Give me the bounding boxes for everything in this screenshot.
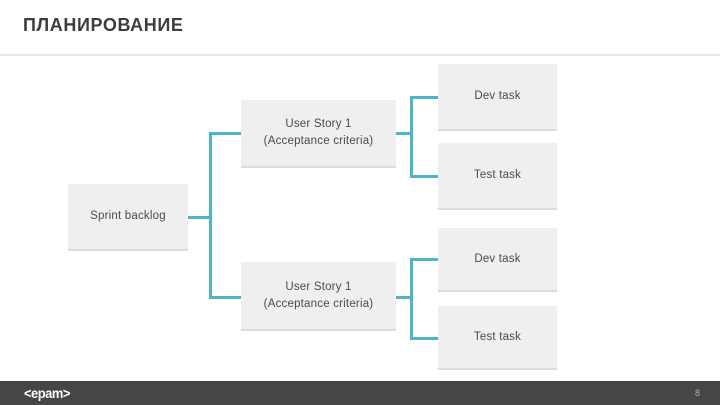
node-label: Dev task	[474, 252, 521, 265]
node-dev-task-top: Dev task	[438, 64, 557, 131]
node-label: Test task	[473, 330, 522, 343]
node-user-story-top: User Story 1 (Acceptance criteria)	[241, 100, 396, 168]
node-label: Dev task	[474, 90, 521, 103]
connector-to-dev-task-top	[410, 96, 438, 99]
node-label: User Story 1	[285, 280, 352, 293]
epam-logo: <epam>	[24, 385, 70, 401]
node-sublabel: (Acceptance criteria)	[263, 297, 374, 310]
slide-title: ПЛАНИРОВАНИЕ	[23, 15, 184, 35]
title-divider	[0, 54, 720, 56]
footer-bar: <epam> 8	[0, 381, 720, 405]
connector-sprint-to-trunk	[188, 216, 212, 219]
node-label: User Story 1	[285, 118, 352, 131]
node-test-task-top: Test task	[438, 143, 557, 210]
connector-trunk-to-userstory-top	[209, 132, 241, 135]
connector-trunk-to-userstory-bottom	[209, 296, 241, 299]
node-sprint-backlog: Sprint backlog	[68, 184, 188, 251]
node-label: Test task	[473, 169, 522, 182]
node-dev-task-bottom: Dev task	[438, 228, 557, 292]
node-label: Sprint backlog	[90, 210, 166, 223]
connector-userstory-bottom-out	[396, 296, 413, 299]
node-test-task-bottom: Test task	[438, 306, 557, 370]
connector-left-trunk	[209, 132, 212, 299]
page-number: 8	[694, 388, 700, 398]
connector-bottom-right-trunk	[410, 258, 413, 340]
node-user-story-bottom: User Story 1 (Acceptance criteria)	[241, 262, 396, 331]
connector-to-test-task-bottom	[410, 337, 438, 340]
connector-top-right-trunk	[410, 96, 413, 178]
connector-to-test-task-top	[410, 175, 438, 178]
connector-to-dev-task-bottom	[410, 258, 438, 261]
connector-userstory-top-out	[396, 132, 413, 135]
node-sublabel: (Acceptance criteria)	[263, 135, 374, 147]
